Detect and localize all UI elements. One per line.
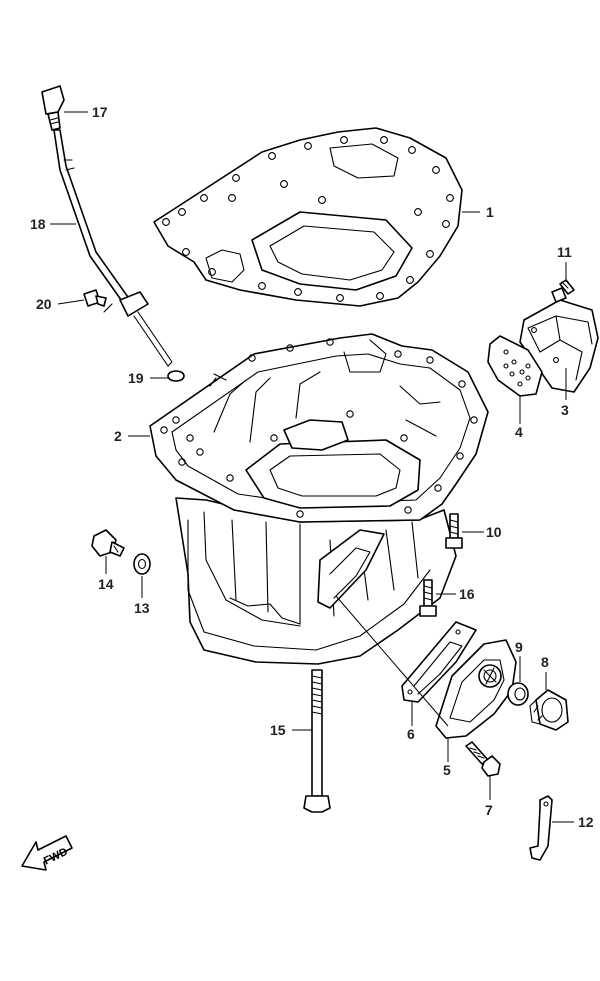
part-12-clip — [529, 795, 553, 861]
callout-20: 20 — [36, 296, 52, 312]
part-11-bolt — [551, 279, 575, 303]
part-8-drain-plug — [529, 689, 569, 731]
callout-14: 14 — [98, 576, 114, 592]
callout-18: 18 — [30, 216, 46, 232]
part-20-bolt — [83, 289, 107, 307]
callout-9: 9 — [515, 639, 523, 655]
callout-15: 15 — [270, 722, 286, 738]
forward-arrow-icon: FWD — [21, 835, 73, 871]
callout-13: 13 — [134, 600, 150, 616]
part-4-breather-gasket — [487, 335, 543, 397]
part-14-drain-bolt — [91, 529, 125, 557]
part-7-bolt — [465, 741, 501, 777]
part-17-dipstick-cap — [41, 85, 65, 131]
leader-lines — [50, 111, 574, 823]
callout-labels: 1 2 3 4 5 6 7 8 9 10 11 12 13 14 15 16 1… — [30, 104, 594, 830]
callout-17: 17 — [92, 104, 108, 120]
callout-3: 3 — [561, 402, 569, 418]
callout-5: 5 — [443, 762, 451, 778]
callout-7: 7 — [485, 802, 493, 818]
part-16-bolt — [419, 579, 437, 617]
part-13-washer — [133, 553, 151, 575]
part-5-cover — [435, 639, 517, 739]
part-18-dipstick-tube — [53, 129, 173, 367]
part-10-bolt — [445, 513, 463, 549]
part-2-oil-pan — [149, 333, 489, 665]
callout-19: 19 — [128, 370, 144, 386]
callout-12: 12 — [578, 814, 594, 830]
callout-6: 6 — [407, 726, 415, 742]
callout-1: 1 — [486, 204, 494, 220]
part-1-gasket — [153, 127, 463, 307]
part-9-washer — [507, 682, 529, 706]
part-15-long-bolt — [303, 669, 331, 813]
callout-11: 11 — [557, 244, 572, 260]
part-6-cover-gasket — [401, 621, 477, 703]
callout-2: 2 — [114, 428, 122, 444]
part-19-o-ring — [167, 370, 185, 382]
callout-8: 8 — [541, 654, 549, 670]
callout-4: 4 — [515, 424, 523, 440]
callout-16: 16 — [459, 586, 475, 602]
callout-10: 10 — [486, 524, 502, 540]
